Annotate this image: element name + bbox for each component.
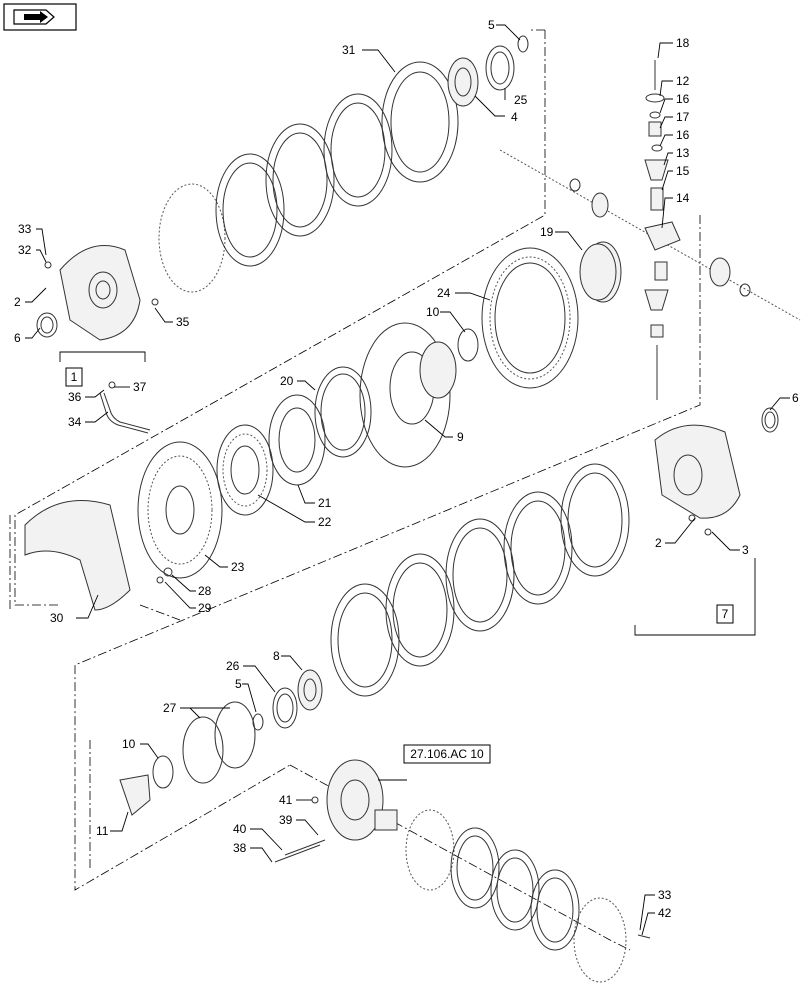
callout-35: 35 bbox=[176, 315, 190, 329]
svg-text:27.106.AC 10: 27.106.AC 10 bbox=[410, 747, 484, 761]
callout-31: 31 bbox=[342, 43, 356, 57]
planet-carrier bbox=[359, 322, 457, 468]
lower-gear-set bbox=[119, 755, 174, 816]
sun-gear bbox=[579, 243, 617, 301]
brake-plate bbox=[137, 441, 223, 579]
callout-37: 37 bbox=[133, 380, 147, 394]
callout-29: 29 bbox=[198, 601, 212, 615]
callout-16: 16 bbox=[676, 128, 690, 142]
thrust-washer-upper bbox=[457, 328, 479, 362]
nav-forward-icon[interactable] bbox=[3, 3, 77, 31]
callout-14: 14 bbox=[676, 191, 690, 205]
friction-plate bbox=[216, 424, 274, 516]
callout-10: 10 bbox=[426, 305, 440, 319]
callout-34: 34 bbox=[68, 415, 82, 429]
bearing-assembly-lower bbox=[252, 669, 323, 731]
callout-32: 32 bbox=[18, 243, 32, 257]
callout-8: 8 bbox=[273, 649, 280, 663]
callout-30: 30 bbox=[50, 611, 64, 625]
callout-27: 27 bbox=[163, 701, 177, 715]
reference-link-box[interactable]: 27.106.AC 10 bbox=[403, 744, 491, 764]
leader-lines bbox=[25, 24, 790, 936]
callout-9: 9 bbox=[457, 430, 464, 444]
callout-24: 24 bbox=[437, 286, 451, 300]
callout-23: 23 bbox=[231, 560, 245, 574]
lube-tube bbox=[99, 381, 151, 434]
right-housing bbox=[654, 407, 779, 536]
bearing-assembly-top bbox=[447, 35, 529, 107]
ring-gear bbox=[481, 247, 579, 389]
callout-3: 3 bbox=[742, 543, 749, 557]
callout-10: 10 bbox=[122, 737, 136, 751]
callout-18: 18 bbox=[676, 36, 690, 50]
svg-text:1: 1 bbox=[71, 370, 78, 384]
callout-11: 11 bbox=[96, 824, 109, 838]
callout-28: 28 bbox=[198, 584, 212, 598]
callout-6: 6 bbox=[14, 331, 21, 345]
callout-33: 33 bbox=[18, 222, 32, 236]
callout-36: 36 bbox=[68, 390, 82, 404]
bottom-disc-stack bbox=[405, 809, 651, 983]
left-planetary-housing bbox=[36, 245, 159, 341]
callout-2: 2 bbox=[14, 295, 21, 309]
group-1-box: 1 bbox=[65, 367, 83, 387]
svg-text:7: 7 bbox=[722, 607, 729, 621]
o-rings bbox=[182, 701, 256, 784]
callout-22: 22 bbox=[318, 515, 332, 529]
callout-16: 16 bbox=[676, 92, 690, 106]
callout-13: 13 bbox=[676, 146, 690, 160]
callout-19: 19 bbox=[540, 225, 554, 239]
callout-33: 33 bbox=[658, 888, 672, 902]
callout-21: 21 bbox=[318, 496, 332, 510]
lower-disc-stack bbox=[330, 463, 630, 697]
upper-disc-stack bbox=[158, 61, 459, 293]
cover-guard bbox=[24, 500, 173, 611]
washer-20 bbox=[314, 366, 372, 458]
callout-15: 15 bbox=[676, 164, 690, 178]
wheel-hub bbox=[274, 759, 398, 863]
callout-12: 12 bbox=[676, 74, 690, 88]
callout-38: 38 bbox=[233, 841, 247, 855]
callout-20: 20 bbox=[280, 374, 294, 388]
callout-6: 6 bbox=[792, 391, 799, 405]
callout-labels: 5 31 25 4 18 12 16 17 16 13 15 14 19 33 … bbox=[14, 18, 799, 920]
callout-41: 41 bbox=[279, 793, 293, 807]
callout-39: 39 bbox=[279, 813, 293, 827]
callout-40: 40 bbox=[233, 822, 247, 836]
callout-17: 17 bbox=[676, 110, 690, 124]
group-7-box: 7 bbox=[716, 604, 734, 624]
callout-5: 5 bbox=[488, 18, 495, 32]
brake-piston bbox=[268, 394, 326, 486]
callout-25: 25 bbox=[514, 93, 528, 107]
callout-42: 42 bbox=[658, 906, 672, 920]
callout-5: 5 bbox=[235, 677, 242, 691]
callout-26: 26 bbox=[226, 659, 240, 673]
callout-4: 4 bbox=[511, 110, 518, 124]
callout-2: 2 bbox=[655, 536, 662, 550]
